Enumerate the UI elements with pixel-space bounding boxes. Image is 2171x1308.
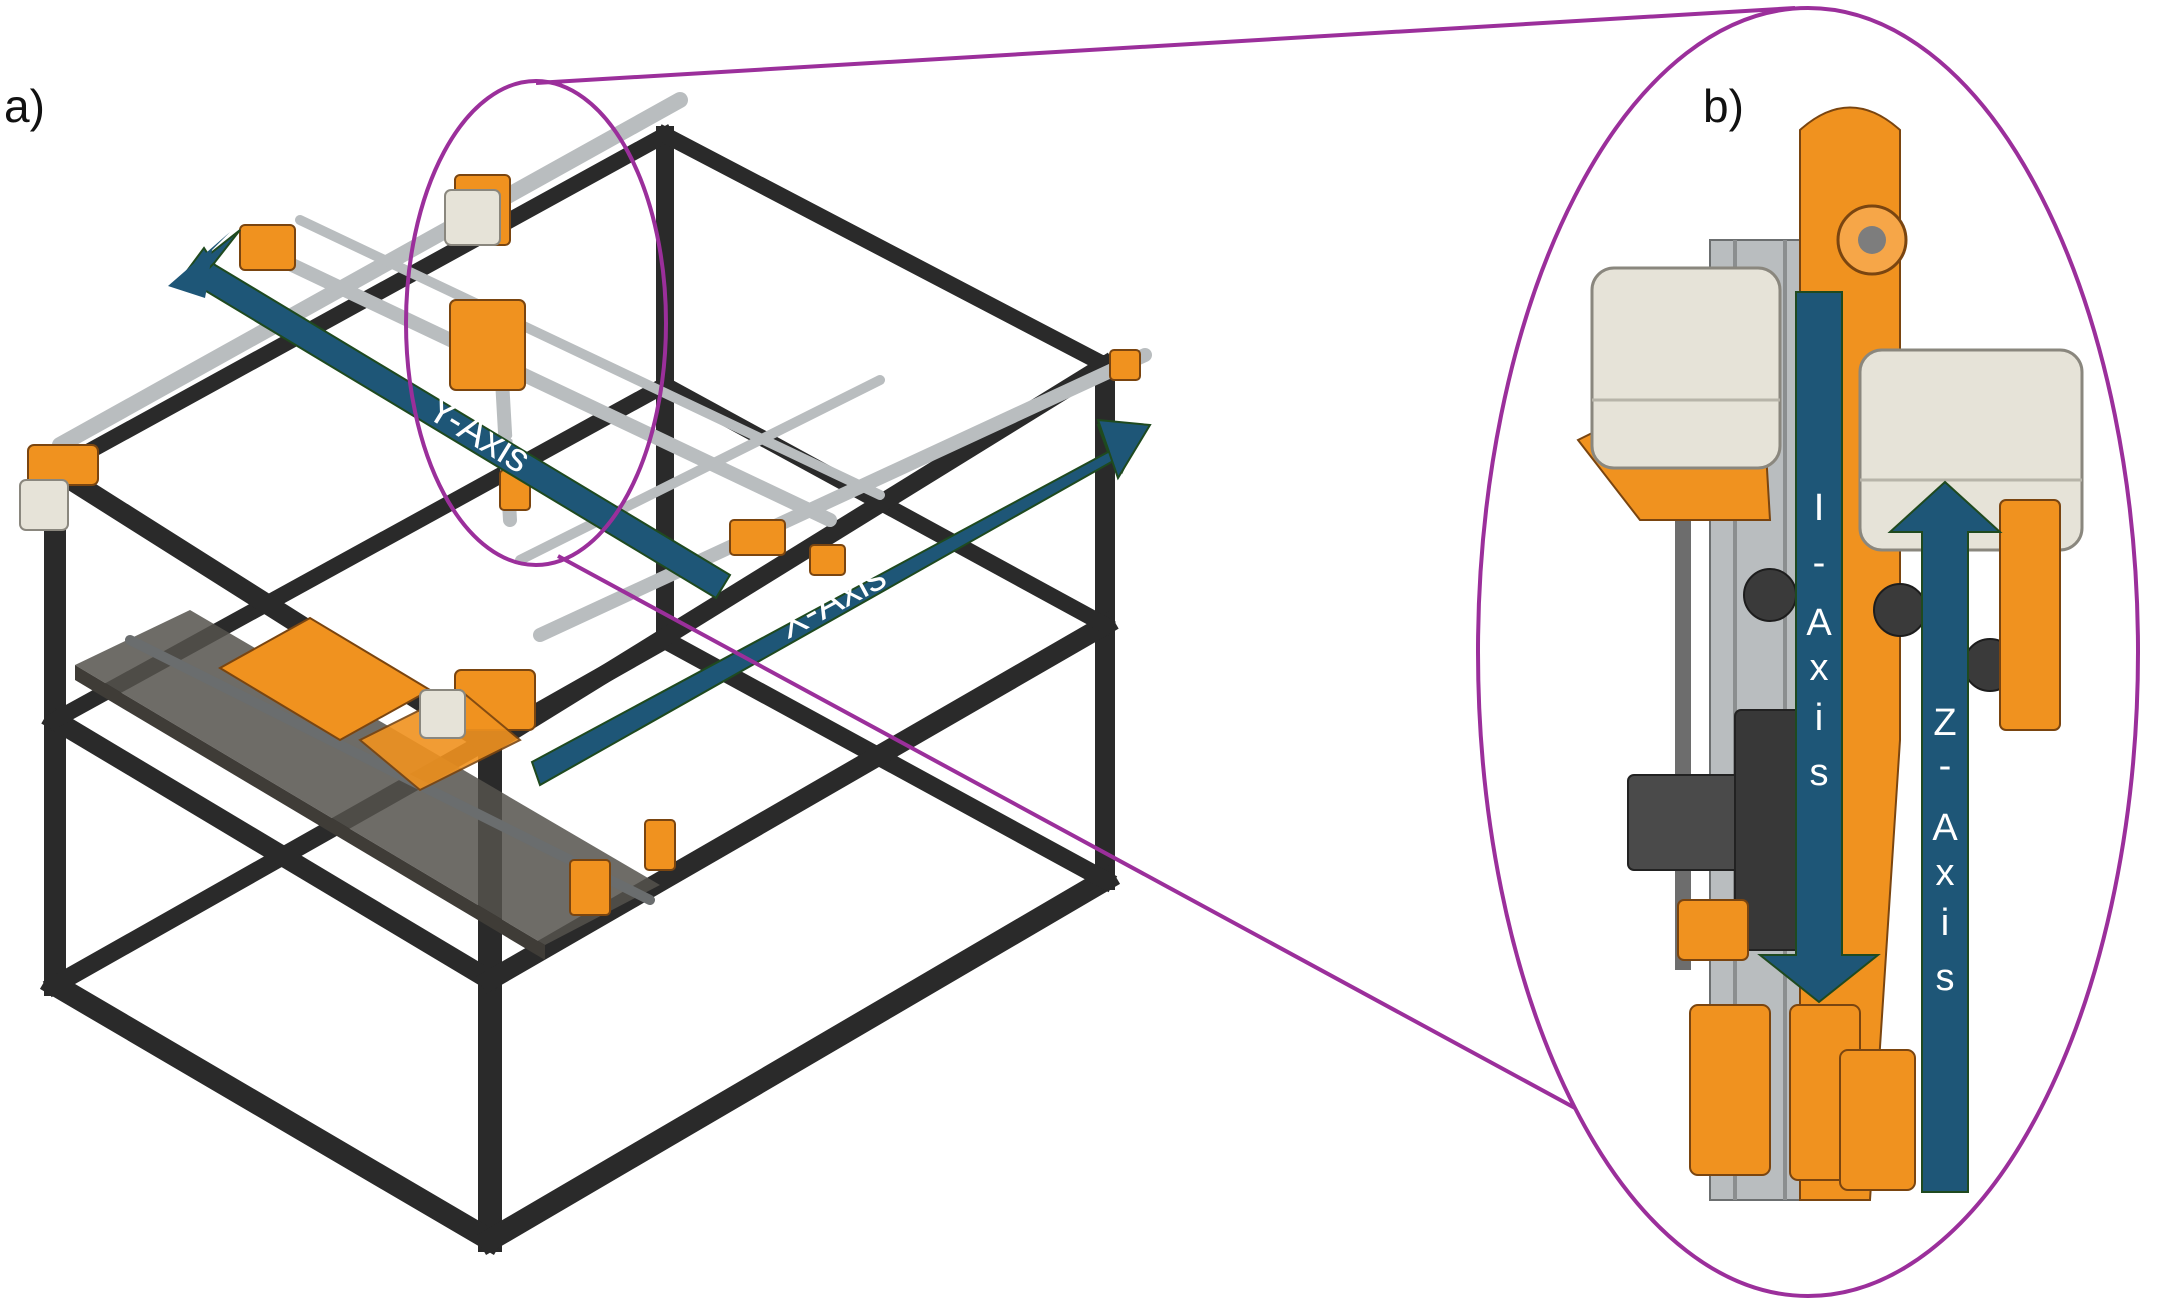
i-axis-char-4: x (1810, 647, 1829, 689)
i-axis-char-6: s (1810, 752, 1829, 794)
panel-label-b: b) (1703, 80, 1744, 132)
detail-illustration (1576, 106, 2084, 1201)
z-axis-char-5: i (1941, 902, 1949, 944)
stepper-motor (19, 189, 501, 739)
callout-line-bottom (557, 554, 1576, 1110)
i-axis-char-3: A (1806, 602, 1832, 644)
z-axis-arrow-shape (1887, 480, 2003, 1193)
z-axis-char-2: - (1939, 745, 1952, 787)
linear-rails (52, 92, 1152, 905)
z-axis-char-6: s (1936, 957, 1955, 999)
machine-bed (75, 610, 660, 945)
y-axis-arrow: Y-Axis (168, 229, 732, 600)
zoom-callout-ellipse (404, 79, 668, 567)
i-axis-char-2: - (1813, 542, 1826, 584)
z-axis-arrow: Z - A x i s (1887, 480, 2003, 1193)
stepper-motor (1590, 266, 1782, 470)
i-axis-char-1: I (1814, 487, 1825, 529)
panel-label-a: a) (4, 80, 45, 132)
callout-line-top (535, 6, 1796, 85)
i-axis-char-5: i (1815, 697, 1823, 739)
z-axis-char-3: A (1932, 807, 1958, 849)
y-axis-label: Y-Axis (420, 386, 538, 482)
machine-illustration (19, 92, 1152, 1256)
i-axis-arrow: I - A x i s (1757, 291, 1881, 1004)
i-axis-arrow-shape (1757, 291, 1881, 1004)
z-axis-char-4: x (1936, 852, 1955, 894)
z-axis-char-1: Z (1933, 702, 1956, 744)
